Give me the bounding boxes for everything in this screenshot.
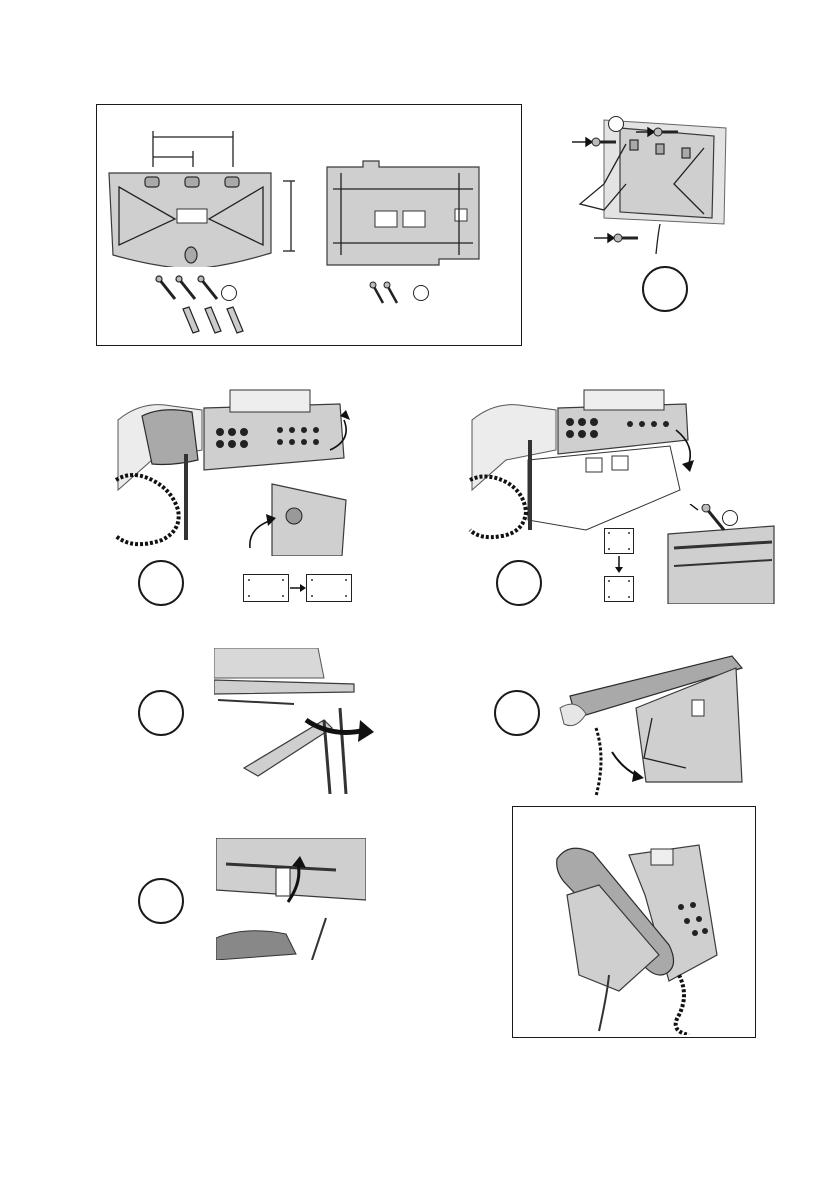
hook-plate-illustration (214, 648, 374, 794)
arrow-icon (290, 582, 306, 594)
clip-cord-illustration (216, 838, 366, 960)
step-1-circle (642, 266, 688, 312)
adapter-plate-icon (319, 159, 487, 269)
insert-handset-illustration (556, 648, 752, 796)
parts-overview-panel (96, 104, 522, 346)
part-label-circle-d (722, 510, 738, 526)
step-5-circle (494, 690, 540, 736)
step-6-circle (138, 878, 184, 924)
desk-phone-icon (549, 835, 729, 1035)
detail-unlock-illustration (242, 478, 348, 556)
wall-mounting-illustration (564, 114, 750, 254)
label-portrait-box-top (604, 528, 634, 554)
step-2-circle (138, 560, 184, 606)
step-3-circle (496, 560, 542, 606)
wall-dowel-icon (179, 305, 249, 339)
mounting-plate-icon (105, 127, 295, 267)
part-label-circle-c (608, 116, 624, 132)
arrow-icon (613, 556, 625, 574)
label-after-box (306, 574, 352, 602)
part-label-circle-b (413, 285, 429, 301)
step-4-circle (138, 690, 184, 736)
label-portrait-box-bottom (604, 576, 634, 602)
screw-icon (369, 281, 405, 307)
part-label-circle-a (221, 285, 237, 301)
label-before-box (243, 574, 289, 602)
final-result-panel (512, 806, 756, 1038)
detail-screw-illustration (664, 504, 776, 604)
